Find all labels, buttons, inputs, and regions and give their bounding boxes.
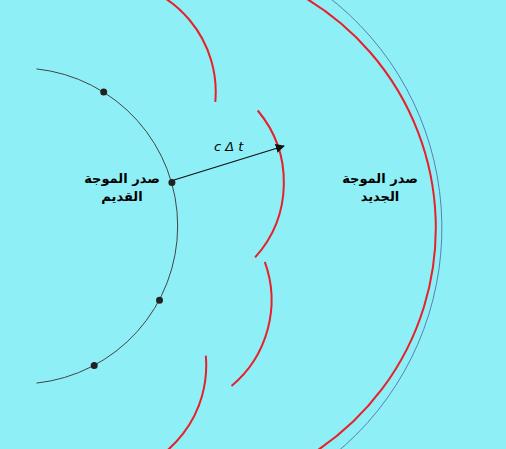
old-wavefront bbox=[37, 69, 178, 383]
new-wavefront-label: صدر الموجة الجديد bbox=[334, 170, 426, 205]
secondary-wavelet bbox=[114, 0, 216, 102]
wavelets bbox=[114, 0, 284, 449]
source-dot bbox=[156, 297, 163, 304]
secondary-wavelet bbox=[232, 262, 272, 386]
envelope-arc bbox=[99, 0, 442, 449]
new-wavefront bbox=[99, 0, 442, 449]
secondary-wavelet bbox=[255, 111, 284, 258]
ct-label: c Δ t bbox=[212, 138, 245, 156]
new-wavefront-arc bbox=[215, 0, 436, 449]
old-wavefront-arc bbox=[37, 69, 178, 383]
secondary-wavelet bbox=[114, 356, 207, 449]
old-wavefront-label: صدر الموجة القديم bbox=[72, 170, 172, 205]
source-dot bbox=[91, 362, 98, 369]
source-dot bbox=[100, 89, 107, 96]
